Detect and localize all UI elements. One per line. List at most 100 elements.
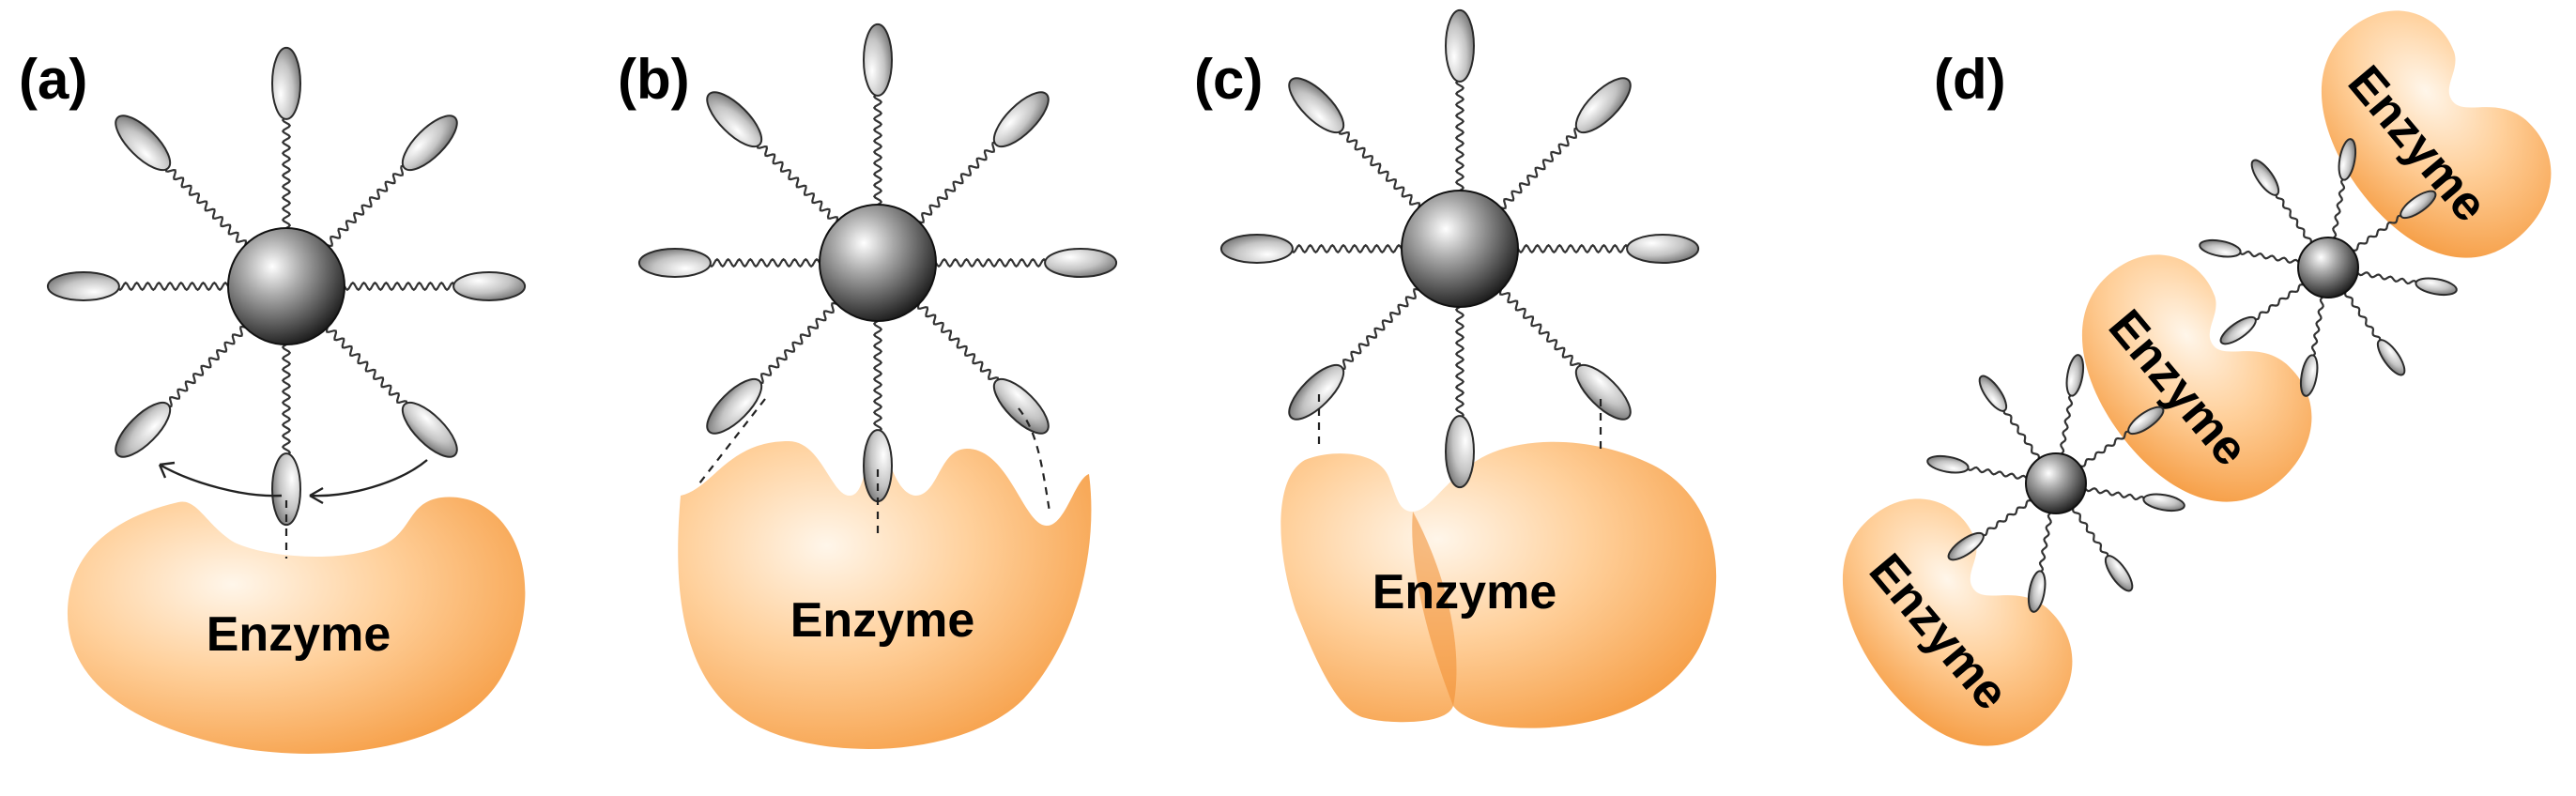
linker-chain bbox=[2060, 393, 2074, 455]
nanoparticle-conjugate-small bbox=[2199, 138, 2458, 397]
ligand-ellipse bbox=[115, 115, 172, 172]
ligand-ellipse bbox=[115, 401, 172, 458]
linker-chain bbox=[756, 143, 839, 222]
ligand-ellipse bbox=[46, 271, 120, 301]
nanoparticle-conjugate bbox=[46, 46, 527, 527]
linker-chain bbox=[1290, 243, 1403, 254]
ligand-ellipse bbox=[2142, 493, 2185, 513]
binding-arrow bbox=[158, 461, 176, 479]
linker-chain bbox=[2254, 283, 2304, 321]
linker-chain bbox=[1982, 498, 2032, 537]
ligand-ellipse bbox=[271, 452, 301, 527]
nanoparticle-core bbox=[227, 227, 345, 345]
ligand-ellipse bbox=[637, 248, 712, 278]
panel-b: (b) Enzyme bbox=[618, 23, 1118, 749]
enzyme-shape bbox=[67, 497, 526, 754]
ligand-ellipse bbox=[2376, 339, 2406, 376]
nanoparticle-core bbox=[2025, 452, 2087, 514]
binding-guide-line bbox=[698, 398, 766, 484]
ligand-ellipse bbox=[2250, 159, 2280, 196]
enzyme-shape bbox=[678, 441, 1092, 749]
linker-chain bbox=[281, 344, 292, 456]
linker-chain bbox=[872, 93, 883, 206]
linker-chain bbox=[2310, 296, 2324, 358]
nanoparticle-core bbox=[1401, 190, 1519, 308]
enzyme-unit-middle: Enzyme bbox=[2081, 254, 2312, 502]
panel-label-d: (d) bbox=[1934, 48, 2006, 111]
panel-c: (c) Enzyme bbox=[1194, 8, 1717, 728]
nanoparticle-conjugate bbox=[637, 23, 1118, 503]
nanoparticle-conjugate-small bbox=[1926, 354, 2185, 613]
linker-chain bbox=[344, 281, 456, 292]
panel-d: (d) Enzyme Enzyme Enzyme bbox=[1842, 10, 2552, 746]
linker-chain bbox=[1517, 243, 1630, 254]
ligand-ellipse bbox=[2219, 315, 2257, 345]
linker-chain bbox=[1500, 127, 1580, 210]
linker-chain bbox=[325, 327, 408, 406]
ligand-ellipse bbox=[1288, 77, 1345, 134]
enzyme-label: Enzyme bbox=[1372, 565, 1557, 620]
linker-chain bbox=[2038, 512, 2052, 574]
linker-chain bbox=[2275, 193, 2313, 243]
ligand-ellipse bbox=[2127, 406, 2165, 436]
ligand-ellipse bbox=[1445, 415, 1475, 489]
nanoparticle-core bbox=[2297, 237, 2359, 298]
ligand-ellipse bbox=[706, 91, 763, 148]
linker-chain bbox=[916, 303, 1000, 383]
panel-label-b: (b) bbox=[618, 48, 690, 111]
binding-arrow bbox=[159, 463, 283, 498]
linker-chain bbox=[918, 141, 998, 224]
linker-chain bbox=[758, 301, 837, 385]
ligand-ellipse bbox=[706, 377, 763, 435]
ligand-ellipse bbox=[2415, 277, 2458, 297]
ligand-ellipse bbox=[1978, 375, 2008, 412]
enzyme-shape bbox=[1280, 441, 1717, 728]
panel-a: (a) Enzyme bbox=[19, 46, 527, 754]
ligand-ellipse bbox=[2104, 555, 2134, 592]
enzyme-cleft-shadow bbox=[1412, 512, 1457, 706]
linker-chain bbox=[281, 116, 292, 229]
ligand-ellipse bbox=[1288, 363, 1345, 421]
ligand-ellipse bbox=[1574, 77, 1632, 134]
ligand-ellipse bbox=[452, 271, 527, 301]
linker-chain bbox=[327, 164, 406, 248]
ligand-ellipse bbox=[2338, 138, 2357, 181]
linker-chain bbox=[2343, 292, 2382, 342]
linker-chain bbox=[166, 325, 246, 408]
ligand-ellipse bbox=[2400, 190, 2437, 220]
linker-chain bbox=[1454, 79, 1465, 191]
ligand-ellipse bbox=[1947, 531, 1985, 561]
ligand-ellipse bbox=[271, 46, 301, 120]
enzyme-shape bbox=[2081, 254, 2312, 502]
linker-chain bbox=[872, 320, 883, 433]
linker-chain bbox=[935, 257, 1048, 268]
enzyme-label: Enzyme bbox=[207, 607, 391, 662]
linker-chain bbox=[2238, 250, 2300, 264]
ligand-ellipse bbox=[1926, 454, 1970, 474]
ligand-ellipse bbox=[1574, 363, 1632, 421]
linker-chain bbox=[2356, 271, 2418, 285]
linker-chain bbox=[164, 166, 248, 246]
binding-guide-line bbox=[1018, 407, 1051, 513]
linker-chain bbox=[1498, 289, 1582, 369]
linker-chain bbox=[2332, 177, 2346, 239]
ligand-ellipse bbox=[2299, 354, 2319, 397]
enzyme-shape bbox=[1842, 498, 2073, 746]
nanoparticle-conjugate bbox=[1219, 8, 1700, 489]
ligand-ellipse bbox=[992, 377, 1050, 435]
ligand-ellipse bbox=[1044, 248, 1118, 278]
binding-arrow bbox=[309, 486, 324, 505]
linker-chain bbox=[116, 281, 229, 292]
ligand-ellipse bbox=[401, 401, 458, 458]
linker-chain bbox=[1454, 306, 1465, 419]
enzyme-shape bbox=[2321, 10, 2552, 258]
ligand-ellipse bbox=[863, 23, 893, 97]
enzyme-unit-bottom: Enzyme bbox=[1842, 498, 2073, 746]
enzyme-label: Enzyme bbox=[790, 593, 975, 648]
panel-label-a: (a) bbox=[19, 48, 87, 111]
binding-arrow bbox=[309, 459, 428, 498]
linker-chain bbox=[1338, 129, 1421, 208]
ligand-ellipse bbox=[2065, 354, 2085, 397]
